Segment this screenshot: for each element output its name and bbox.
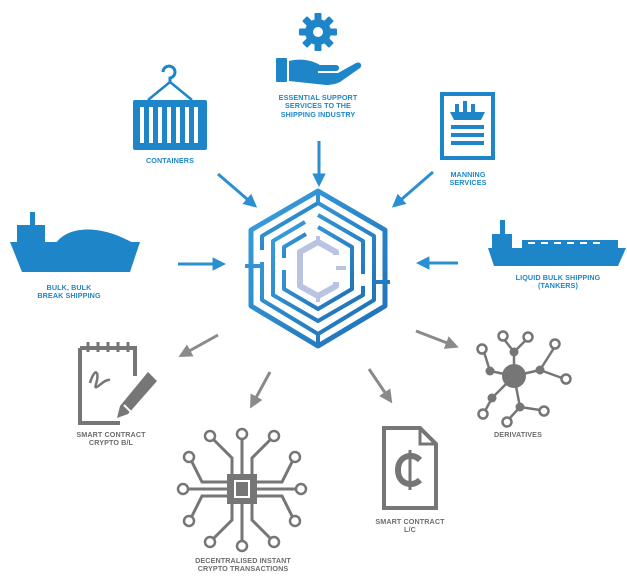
arrow-hub-to-instant bbox=[250, 371, 272, 409]
crypto-maze-hexagon-icon bbox=[245, 188, 390, 349]
arrow-hub-to-bl bbox=[178, 333, 219, 357]
circuit-chip-icon bbox=[176, 427, 308, 553]
label-line: DECENTRALISED INSTANT bbox=[195, 556, 291, 565]
label-line: BREAK SHIPPING bbox=[37, 291, 101, 301]
label-line: MANNING bbox=[450, 170, 486, 179]
label-line: SMART CONTRACT bbox=[375, 517, 445, 526]
label-manning: MANNING SERVICES bbox=[430, 170, 506, 188]
label-bulk: BULK, BULK BREAK SHIPPING bbox=[14, 283, 124, 301]
crew-document-icon bbox=[440, 92, 495, 160]
output-arrows bbox=[178, 329, 459, 409]
bulk-carrier-icon bbox=[10, 212, 140, 272]
arrow-hub-to-lc bbox=[367, 368, 393, 404]
label-line: CRYPTO TRANSACTIONS bbox=[197, 564, 289, 574]
label-liquid-bulk: LIQUID BULK SHIPPING (TANKERS) bbox=[498, 273, 618, 291]
network-nodes-icon bbox=[476, 330, 572, 428]
label-line: DERIVATIVES bbox=[494, 430, 542, 439]
label-instant-crypto: DECENTRALISED INSTANT CRYPTO TRANSACTION… bbox=[176, 556, 310, 574]
label-smart-contract-lc: SMART CONTRACT L/C bbox=[362, 517, 458, 535]
label-line: BULK, BULK bbox=[46, 283, 92, 292]
label-line: SMART CONTRACT bbox=[76, 430, 146, 439]
label-line: SERVICES bbox=[449, 178, 487, 188]
arrow-manning-to-hub bbox=[391, 170, 434, 208]
label-smart-contract-bl: SMART CONTRACT CRYPTO B/L bbox=[56, 430, 166, 448]
arrow-containers-to-hub bbox=[217, 172, 258, 208]
label-line: ESSENTIAL SUPPORT bbox=[278, 93, 358, 102]
label-line: CONTAINERS bbox=[146, 156, 194, 165]
label-line: SERVICES TO THE bbox=[285, 101, 351, 111]
tanker-ship-icon bbox=[488, 220, 626, 266]
label-line: CRYPTO B/L bbox=[88, 438, 134, 448]
crypto-document-icon bbox=[382, 426, 438, 510]
arrow-hub-to-derivatives bbox=[415, 329, 459, 349]
label-line: (TANKERS) bbox=[538, 281, 578, 291]
input-arrows bbox=[178, 141, 458, 271]
label-containers: CONTAINERS bbox=[130, 156, 210, 165]
label-line: SHIPPING INDUSTRY bbox=[280, 109, 356, 119]
container-crane-icon bbox=[133, 64, 207, 150]
label-line: L/C bbox=[404, 525, 416, 535]
label-derivatives: DERIVATIVES bbox=[478, 430, 558, 439]
label-support-services: ESSENTIAL SUPPORT SERVICES TO THE SHIPPI… bbox=[262, 93, 374, 119]
label-line: LIQUID BULK SHIPPING bbox=[515, 273, 601, 282]
signed-contract-icon bbox=[78, 342, 157, 425]
gear-in-hand-icon bbox=[276, 13, 362, 85]
